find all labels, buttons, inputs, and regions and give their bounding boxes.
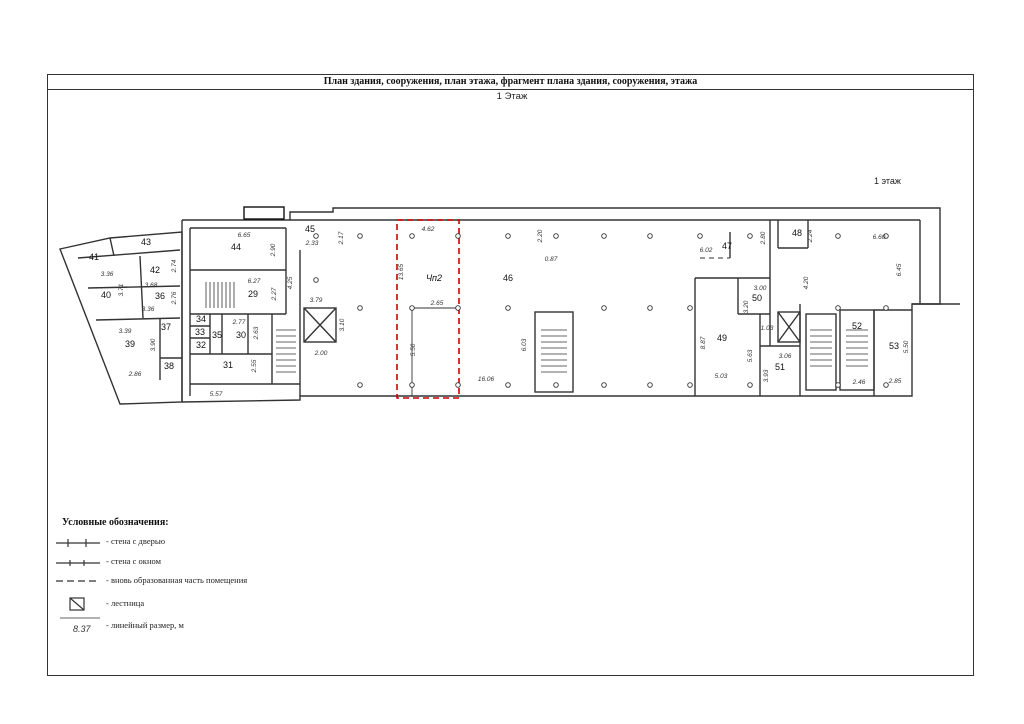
dim-label: 2.46: [852, 379, 866, 386]
room-33: 33: [195, 327, 205, 337]
dim-label: 0.87: [545, 256, 558, 263]
main-outline: [181, 207, 941, 403]
room-49: 49: [717, 333, 727, 343]
dim-label: 6.03: [521, 338, 528, 351]
room-50: 50: [752, 293, 762, 303]
dim-label: 5.50: [410, 343, 417, 356]
floor-note: 1 этаж: [874, 176, 901, 186]
dim-label: 5.63: [747, 349, 754, 362]
dim-label: 16.06: [478, 376, 495, 383]
legend-stairs: - лестница: [106, 598, 145, 608]
room-32: 32: [196, 340, 206, 350]
dim-label: 2.33: [305, 240, 319, 247]
room-52: 52: [852, 321, 862, 331]
dim-label: 2.17: [338, 231, 345, 245]
entrance-marker: [243, 206, 285, 220]
room-44: 44: [231, 242, 241, 252]
dim-label: 2.86: [128, 371, 142, 378]
room-chp2: Чп2: [426, 273, 442, 283]
dim-label: 5.03: [715, 373, 728, 380]
room-51: 51: [775, 362, 785, 372]
dim-label: 6.45: [896, 263, 903, 276]
room-38: 38: [164, 361, 174, 371]
dim-label: 4.20: [803, 276, 810, 289]
dim-label: 3.00: [754, 285, 767, 292]
room-34: 34: [196, 314, 206, 324]
room-46: 46: [503, 273, 513, 283]
dim-label: 13.65: [398, 263, 405, 280]
room-29: 29: [248, 289, 258, 299]
dim-label: 2.27: [271, 287, 278, 301]
dim-label: 3.71: [118, 283, 125, 296]
dim-label: 6.60: [873, 234, 886, 241]
dim-label: 3.90: [150, 338, 157, 351]
legend-dimension: - линейный размер, м: [106, 620, 184, 630]
dim-label: 3.79: [310, 297, 323, 304]
dim-label: 2.77: [232, 319, 246, 326]
room-39: 39: [125, 339, 135, 349]
dim-label: 6.65: [238, 232, 251, 239]
dim-label: 6.02: [700, 247, 713, 254]
room-36: 36: [155, 291, 165, 301]
dim-label: 3.39: [119, 328, 132, 335]
dim-label: 2.63: [253, 326, 260, 340]
dim-label: 5.50: [903, 340, 910, 353]
sheet-title: План здания, сооружения, план этажа, фра…: [47, 74, 974, 90]
dim-label: 2.20: [537, 229, 544, 243]
room-47: 47: [722, 241, 732, 251]
dim-label: 3.10: [339, 318, 346, 331]
room-31: 31: [223, 360, 233, 370]
legend-scale-example: 8.37: [73, 624, 91, 634]
room-43: 43: [141, 237, 151, 247]
new-room-part: [396, 219, 460, 399]
drawing-frame: [47, 74, 974, 676]
walls: [59, 207, 960, 405]
dim-label: 8.87: [700, 336, 707, 349]
legend-symbols: [56, 539, 100, 619]
dim-label: 3.36: [142, 306, 155, 313]
dim-label: 1.03: [761, 325, 774, 332]
dim-label: 2.00: [314, 350, 328, 357]
dim-label: 3.06: [779, 353, 792, 360]
legend-window-wall: - стена с окном: [106, 556, 161, 566]
stair-treads: [205, 282, 868, 373]
dim-label: 2.74: [171, 259, 178, 273]
columns: [313, 233, 889, 388]
dim-label: 2.55: [251, 359, 258, 373]
dim-label: 3.20: [743, 300, 750, 313]
dimensions: 6.65 2.90 6.27 3.36 2.74 3.71 3.68 3.36 …: [101, 226, 910, 398]
dim-label: 3.93: [763, 369, 770, 382]
dim-label: 2.85: [888, 378, 902, 385]
dim-label: 2.80: [760, 231, 767, 245]
dim-label: 4.62: [422, 226, 435, 233]
dim-label: 6.27: [248, 278, 261, 285]
dim-label: 2.24: [807, 229, 814, 243]
legend-new-part: - вновь образованная часть помещения: [106, 575, 248, 585]
dim-label: 2.65: [430, 300, 444, 307]
legend-heading: Условные обозначения:: [62, 517, 169, 528]
room-37: 37: [161, 322, 171, 332]
room-40: 40: [101, 290, 111, 300]
room-30: 30: [236, 330, 246, 340]
room-48: 48: [792, 228, 802, 238]
dim-label: 3.36: [101, 271, 114, 278]
room-numbers: 43 41 42 40 36 37 39 38 44 29 34 33 35 3…: [89, 224, 899, 372]
legend-door-wall: - стена с дверью: [106, 536, 166, 546]
room-41: 41: [89, 252, 99, 262]
dim-label: 3.68: [145, 282, 158, 289]
dim-label: 4.25: [287, 276, 294, 289]
floor-label: 1 Этаж: [496, 91, 528, 102]
room-53: 53: [889, 341, 899, 351]
room-45: 45: [305, 224, 315, 234]
room-42: 42: [150, 265, 160, 275]
room-35: 35: [212, 330, 222, 340]
dim-label: 2.76: [171, 291, 178, 305]
dim-label: 2.90: [270, 243, 277, 257]
dim-label: 5.57: [210, 391, 223, 398]
